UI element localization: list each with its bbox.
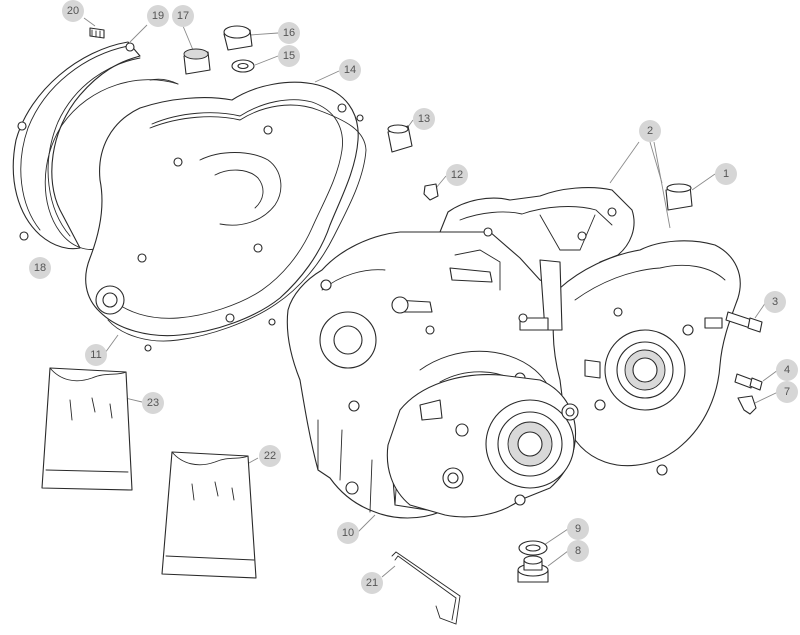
- callout-10[interactable]: 10: [337, 522, 359, 544]
- svg-text:16: 16: [283, 27, 295, 39]
- svg-text:18: 18: [34, 262, 46, 274]
- callout-19[interactable]: 19: [147, 5, 169, 27]
- sealant-bag-22: [161, 451, 257, 579]
- callout-23[interactable]: 23: [142, 392, 164, 414]
- svg-text:13: 13: [418, 113, 430, 125]
- drain-plug-8: [517, 555, 549, 583]
- svg-text:17: 17: [177, 10, 189, 22]
- svg-text:15: 15: [283, 50, 295, 62]
- sealant-bag-23: [41, 367, 133, 491]
- svg-text:20: 20: [67, 5, 79, 17]
- elbow-fitting-7: [737, 395, 757, 415]
- svg-text:9: 9: [575, 523, 581, 535]
- wire-clip-21: [391, 551, 461, 625]
- callout-13[interactable]: 13: [413, 108, 435, 130]
- screw-20: [89, 27, 105, 39]
- washer-15: [231, 59, 255, 73]
- clutch-cover-gasket: [107, 104, 367, 352]
- svg-text:19: 19: [152, 10, 164, 22]
- svg-text:22: 22: [264, 450, 276, 462]
- elbow-fitting-12: [423, 183, 439, 201]
- callout-1[interactable]: 1: [715, 163, 737, 185]
- bushing-1: [665, 183, 693, 211]
- svg-text:12: 12: [451, 169, 463, 181]
- bushing-13: [387, 124, 413, 153]
- callout-16[interactable]: 16: [278, 22, 300, 44]
- callout-12[interactable]: 12: [446, 164, 468, 186]
- callout-2[interactable]: 2: [639, 120, 661, 142]
- callout-22[interactable]: 22: [259, 445, 281, 467]
- transmission-housing: [386, 374, 579, 518]
- svg-text:14: 14: [344, 64, 356, 76]
- cap-plug-16: [223, 25, 253, 51]
- callout-8[interactable]: 8: [567, 540, 589, 562]
- svg-text:2: 2: [647, 125, 653, 137]
- svg-text:21: 21: [366, 577, 378, 589]
- callout-3[interactable]: 3: [764, 291, 786, 313]
- clutch-cover: [85, 81, 359, 337]
- callout-15[interactable]: 15: [278, 45, 300, 67]
- callout-17[interactable]: 17: [172, 5, 194, 27]
- callout-18[interactable]: 18: [29, 257, 51, 279]
- svg-text:7: 7: [784, 386, 790, 398]
- bolt-4: [734, 373, 763, 391]
- callout-14[interactable]: 14: [339, 59, 361, 81]
- callout-11[interactable]: 11: [85, 344, 107, 366]
- callout-21[interactable]: 21: [361, 572, 383, 594]
- svg-text:11: 11: [90, 349, 101, 361]
- svg-text:10: 10: [342, 527, 354, 539]
- filler-plug-17: [183, 48, 211, 75]
- cover-seal-ring: [44, 78, 179, 250]
- svg-text:8: 8: [575, 545, 581, 557]
- ignition-cover: [12, 41, 141, 250]
- callout-7[interactable]: 7: [776, 381, 798, 403]
- callout-4[interactable]: 4: [776, 359, 798, 381]
- callout-20[interactable]: 20: [62, 0, 84, 22]
- cylinder-mount: [439, 187, 635, 291]
- svg-text:23: 23: [147, 397, 159, 409]
- callout-9[interactable]: 9: [567, 518, 589, 540]
- washer-9: [518, 540, 548, 556]
- svg-text:1: 1: [723, 168, 729, 180]
- bolt-3: [725, 311, 763, 333]
- svg-text:4: 4: [784, 364, 790, 376]
- svg-text:3: 3: [772, 296, 778, 308]
- callouts: 1 2 3 4 7 8 9 10: [29, 0, 798, 594]
